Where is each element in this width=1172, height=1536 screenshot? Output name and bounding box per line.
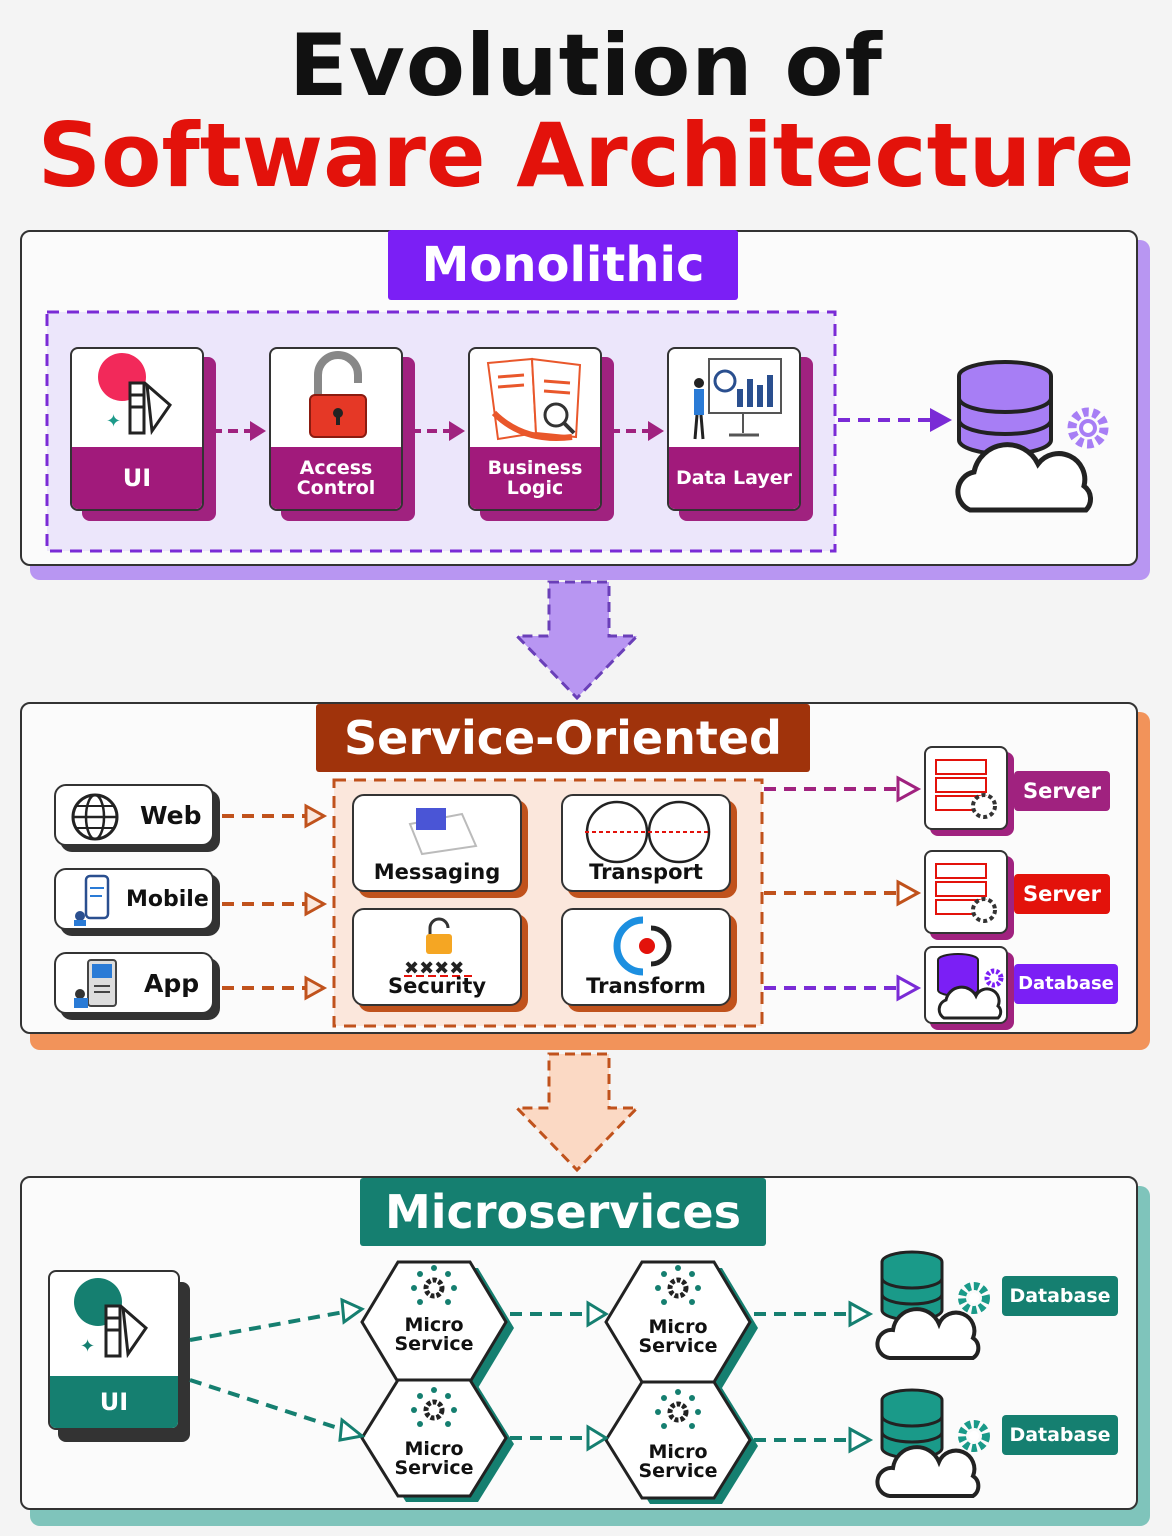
micro-service-4-line2: Service xyxy=(638,1460,718,1482)
client-app-label: App xyxy=(144,968,200,998)
service-messaging-label: Messaging xyxy=(373,860,501,884)
title-line-1: Evolution of xyxy=(289,16,883,116)
layer-label-ui: UI xyxy=(72,447,202,509)
database-cloud-gear-icon xyxy=(875,1388,990,1498)
transform-icon xyxy=(613,916,672,976)
micro-service-3 xyxy=(360,1378,514,1502)
micro-service-2-line1: Micro xyxy=(648,1316,708,1338)
transport-icon xyxy=(585,800,711,864)
service-transport[interactable]: Transport xyxy=(561,794,731,892)
service-security[interactable]: ✖✖✖✖ Security xyxy=(352,908,522,1006)
down-arrow-1 xyxy=(513,580,641,701)
soa-heading: Service-Oriented xyxy=(316,704,810,772)
client-web[interactable]: Web xyxy=(54,784,214,846)
server-icon xyxy=(935,759,997,819)
mobile-phone-icon xyxy=(74,874,110,926)
layer-label-data-layer: Data Layer xyxy=(669,447,799,509)
micro-ui-card[interactable]: ✦ UI xyxy=(48,1270,180,1430)
micro-service-4 xyxy=(604,1380,758,1504)
server-icon xyxy=(935,863,997,923)
target-server-2-label: Server xyxy=(1014,874,1110,914)
padlock-icon xyxy=(309,351,367,438)
micro-service-4-line1: Micro xyxy=(648,1441,708,1463)
ui-design-icon: ✦ xyxy=(74,1278,148,1359)
lock-password-icon: ✖✖✖✖ xyxy=(404,917,474,979)
layer-label-access-control: Access Control xyxy=(271,447,401,509)
service-security-label: Security xyxy=(387,974,487,998)
micro-database-1-label: Database xyxy=(1002,1276,1118,1316)
layer-label-business-logic: Business Logic xyxy=(470,447,600,509)
service-transform-label: Transform xyxy=(586,974,706,998)
micro-service-2 xyxy=(604,1260,758,1388)
micro-service-3-line2: Service xyxy=(394,1457,474,1479)
micro-service-2-line2: Service xyxy=(638,1335,718,1357)
client-mobile[interactable]: Mobile xyxy=(54,868,214,930)
service-transport-label: Transport xyxy=(589,860,703,884)
app-icon xyxy=(74,959,117,1008)
database-cloud-gear-icon xyxy=(955,360,1109,513)
micro-service-3-line1: Micro xyxy=(404,1438,464,1460)
micro-service-1-line1: Micro xyxy=(404,1314,464,1336)
client-mobile-label: Mobile xyxy=(126,886,209,912)
globe-icon xyxy=(71,793,119,841)
target-server-1[interactable] xyxy=(924,746,1008,830)
database-cloud-gear-icon xyxy=(875,1250,990,1360)
monolithic-heading: Monolithic xyxy=(388,230,738,300)
target-server-2[interactable] xyxy=(924,850,1008,934)
layer-card-business-logic[interactable]: Business Logic xyxy=(468,347,602,511)
micro-service-1 xyxy=(360,1260,514,1388)
micro-database-2-label: Database xyxy=(1002,1415,1118,1455)
database-cloud-icon xyxy=(937,953,1004,1020)
layer-card-data-layer[interactable]: Data Layer xyxy=(667,347,801,511)
svg-text:✖✖✖✖: ✖✖✖✖ xyxy=(404,958,464,979)
micro-ui-label: UI xyxy=(50,1376,178,1428)
service-messaging[interactable]: Messaging xyxy=(352,794,522,892)
svg-text:✦: ✦ xyxy=(80,1336,95,1357)
documents-icon xyxy=(486,357,582,441)
ui-design-icon: ✦ xyxy=(98,353,172,436)
target-database-label: Database xyxy=(1014,964,1118,1004)
micro-heading: Microservices xyxy=(360,1178,766,1246)
message-icon xyxy=(408,808,478,856)
title-line-2: Software Architecture xyxy=(37,104,1135,207)
layer-card-access-control[interactable]: Access Control xyxy=(269,347,403,511)
client-app[interactable]: App xyxy=(54,952,214,1014)
micro-service-1-line2: Service xyxy=(394,1333,474,1355)
service-transform[interactable]: Transform xyxy=(561,908,731,1006)
svg-text:✦: ✦ xyxy=(106,411,121,432)
down-arrow-2 xyxy=(513,1052,641,1173)
target-database[interactable] xyxy=(924,946,1008,1024)
analytics-icon xyxy=(693,358,782,440)
layer-card-ui[interactable]: ✦ UI xyxy=(70,347,204,511)
target-server-1-label: Server xyxy=(1014,771,1110,811)
client-web-label: Web xyxy=(140,800,202,830)
